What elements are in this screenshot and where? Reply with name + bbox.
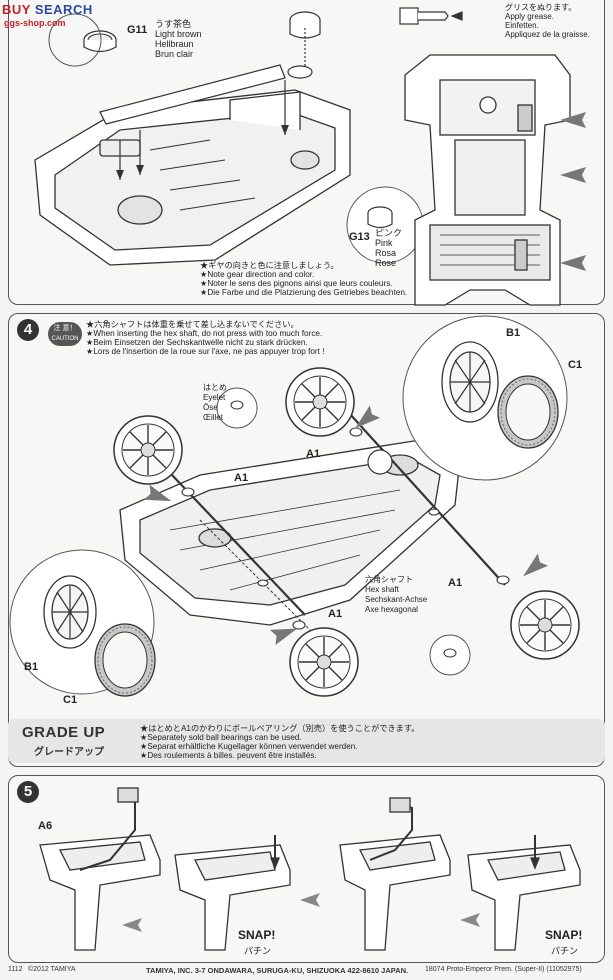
step4-note-1: ★六角シャフトは体重を乗せて差し込まないでください。 (86, 320, 299, 329)
watermark-url: ggs-shop.com (4, 18, 66, 28)
g11-de: Hellbraun (155, 39, 194, 49)
hexshaft-jp: 六角シャフト (365, 575, 413, 584)
chassis-top-view (404, 54, 571, 306)
label-b1: B1 (24, 661, 39, 673)
g13-en: Pink (375, 238, 393, 248)
gradeup-note-2: ★Separately sold ball bearings can be us… (140, 733, 302, 742)
gradeup-jp: グレードアップ (34, 747, 104, 758)
eyelet-de: Öse (203, 403, 218, 412)
hexshaft-fr: Axe hexagonal (365, 605, 418, 614)
snap-label-1: SNAP! (238, 928, 276, 942)
hexshaft-en: Hex shaft (365, 585, 399, 594)
eyelet-jp: はとめ (203, 383, 227, 392)
step4-note-3: ★Beim Einsetzen der Sechskantwelle nicht… (86, 338, 308, 347)
g11-id: G11 (127, 24, 148, 36)
wheel-front-left (113, 415, 183, 485)
wheel-b1-inset-top (441, 341, 499, 423)
wheel-rear-left (289, 627, 359, 697)
grease-jp: グリスをぬります。 (505, 3, 577, 12)
eyelet-en: Eyelet (203, 393, 226, 402)
grease-arrow (560, 255, 586, 271)
label-b1: B1 (506, 327, 521, 339)
g13-fr: Rose (375, 258, 397, 268)
step3-note-1: ★ギヤの向きと色に注意しましょう。 (200, 261, 339, 270)
label-a1: A1 (328, 608, 343, 620)
label-c1: C1 (568, 359, 583, 371)
watermark-b: SEARCH (34, 2, 93, 17)
watermark-a: BUY (2, 2, 35, 17)
wheel-front-right (285, 367, 355, 437)
watermark: BUY SEARCH (2, 2, 93, 17)
label-a6: A6 (38, 820, 53, 832)
gradeup-box (8, 719, 605, 763)
gradeup-note-3: ★Separat erhältliche Kugellager können v… (140, 742, 358, 751)
grease-de: Einfetten. (505, 21, 539, 30)
tire-c1-top (497, 375, 559, 449)
sequence-arrow (122, 893, 480, 932)
step-number-4: 4 (17, 319, 39, 341)
step4-note-2: ★When inserting the hex shaft, do not pr… (86, 329, 323, 338)
label-a1: A1 (306, 448, 321, 460)
g13-id: G13 (349, 231, 370, 243)
grease-icon (399, 7, 463, 25)
snap-jp-2: パチン (551, 946, 579, 956)
footer-code: 1112 (8, 966, 23, 973)
gradeup-title: GRADE UP (22, 724, 106, 741)
g13-jp: ピンク (375, 228, 403, 238)
grease-arrow (560, 167, 586, 183)
direction-arrow (517, 553, 549, 583)
caution-jp: 注 意！ (53, 325, 77, 332)
label-c1: C1 (63, 694, 78, 706)
footer-address: TAMIYA, INC. 3-7 ONDAWARA, SURUGA-KU, SH… (146, 966, 409, 975)
step4-note-4: ★Lors de l'insertion de la roue sur l'ax… (86, 347, 325, 356)
crown-gear (287, 11, 321, 79)
eyelet-fr: Œillet (203, 413, 224, 422)
wheel-rear-right (510, 590, 580, 660)
gradeup-note-1: ★はとめとA1のかわりにボールベアリング（別売）を使うことができます。 (140, 724, 420, 733)
label-a1: A1 (234, 472, 249, 484)
g11-jp: うす茶色 (155, 19, 192, 29)
g13-es: Rosa (375, 248, 397, 258)
chassis-iso-step3 (34, 89, 351, 266)
snap-label-2: SNAP! (545, 928, 583, 942)
g11-fr: Brun clair (155, 49, 194, 59)
step-number-5: 5 (17, 781, 39, 803)
step3-note-3: ★Noter le sens des pignons ainsi que leu… (200, 279, 393, 288)
wheel-b1-inset-bottom (43, 575, 97, 649)
hexshaft-de: Sechskant-Achse (365, 595, 428, 604)
step3-note-4: ★Die Farbe und die Platzierung des Getri… (200, 288, 408, 297)
label-a1: A1 (448, 577, 463, 589)
caution-en: CAUTION (51, 336, 79, 342)
footer-model: 18074 Proto-Emperor Prem. (Super-II) (11… (425, 966, 582, 973)
step3-note-2: ★Note gear direction and color. (200, 270, 315, 279)
tire-c1-bottom (94, 623, 156, 697)
footer-copyright: ©2012 TAMIYA (28, 966, 76, 973)
caution-badge: 注 意！ CAUTION (48, 322, 82, 346)
snap-jp-1: パチン (244, 946, 272, 956)
g11-en: Light brown (155, 29, 202, 39)
grease-fr: Appliquez de la graisse. (505, 30, 590, 39)
gear-g11 (48, 13, 117, 67)
bushing-a1 (181, 427, 510, 630)
motor-clip-seq (39, 787, 581, 951)
chassis-iso-step4 (119, 439, 461, 626)
gradeup-note-4: ★Des roulements à billes. peuvent être i… (140, 751, 317, 760)
grease-en: Apply grease. (505, 12, 554, 21)
gear-g13 (367, 206, 393, 229)
